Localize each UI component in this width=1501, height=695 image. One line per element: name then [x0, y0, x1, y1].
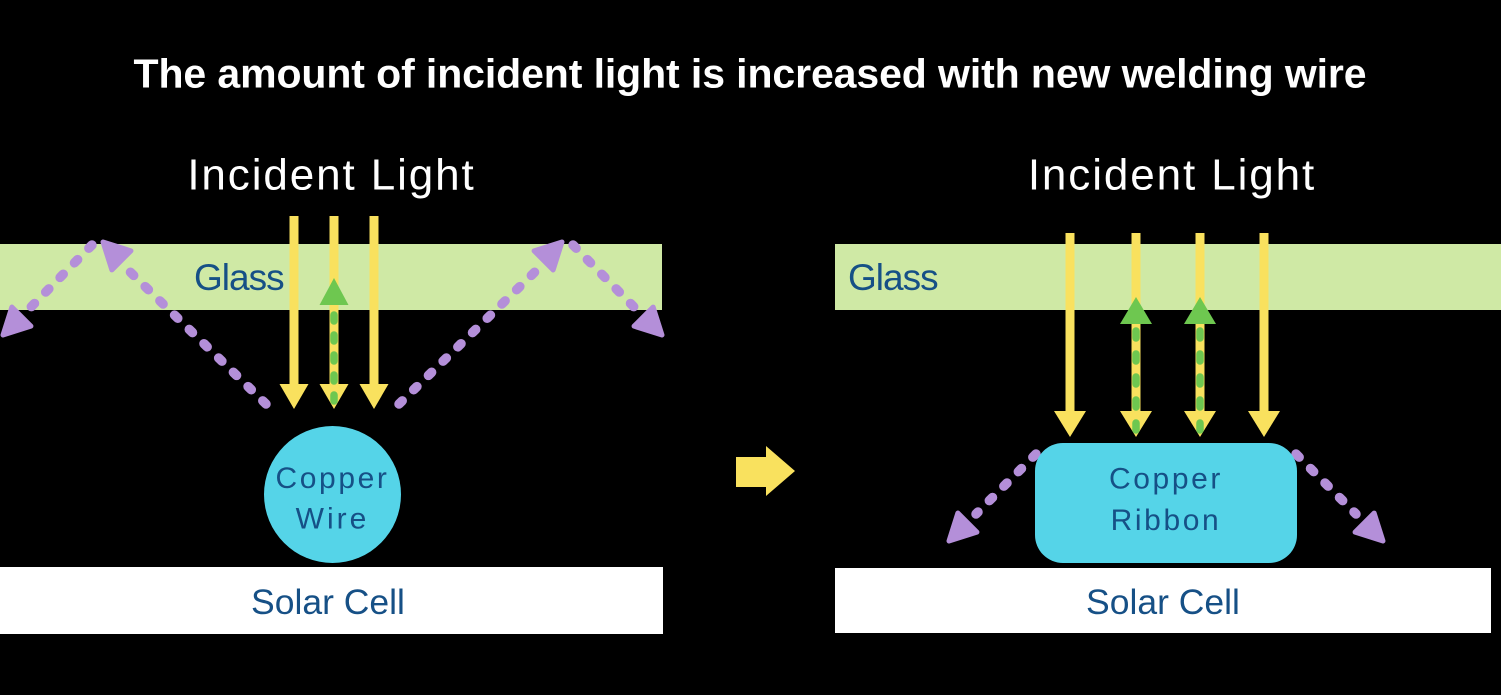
svg-text:Incident Light: Incident Light — [1028, 151, 1316, 200]
svg-text:Copper: Copper — [1109, 463, 1223, 496]
svg-text:Incident Light: Incident Light — [187, 151, 475, 200]
svg-text:Wire: Wire — [296, 503, 370, 536]
svg-text:Solar Cell: Solar Cell — [251, 582, 405, 622]
svg-text:Glass: Glass — [194, 257, 284, 298]
svg-text:Ribbon: Ribbon — [1111, 504, 1222, 537]
svg-text:Copper: Copper — [276, 462, 390, 495]
svg-text:The amount of incident light i: The amount of incident light is increase… — [134, 51, 1367, 97]
svg-text:Solar Cell: Solar Cell — [1086, 582, 1240, 622]
svg-text:Glass: Glass — [848, 257, 938, 298]
